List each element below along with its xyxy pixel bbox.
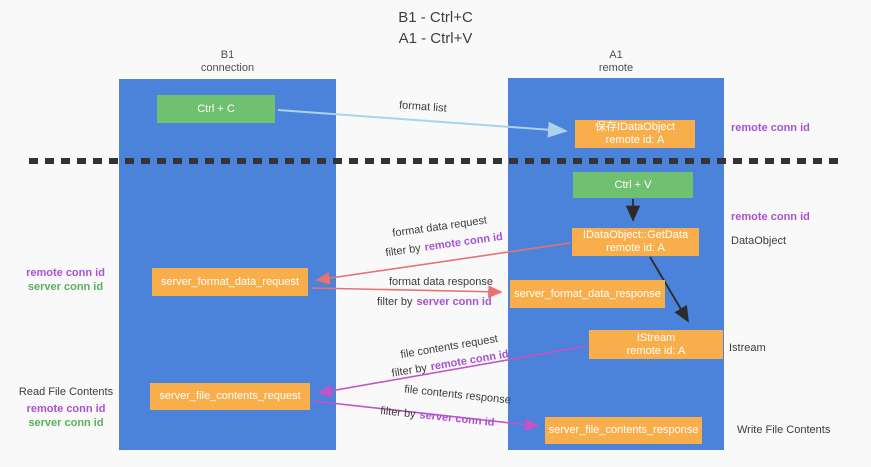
right-remote-conn-id-mid: remote conn id <box>731 211 810 223</box>
getdata-line2: remote id: A <box>606 242 665 254</box>
server-conn-id-key: server conn id <box>418 409 495 429</box>
left-server-conn-id-top: server conn id <box>27 281 104 293</box>
getdata-line1: IDataObject::GetData <box>582 229 689 241</box>
left-read-file-contents-label: Read File Contents <box>18 386 114 398</box>
right-write-file-contents-label: Write File Contents <box>737 424 831 436</box>
save-dataobject-line1: 保存IDataObject <box>594 121 676 133</box>
istream-line2: remote id: A <box>626 344 686 357</box>
server-format-data-response-label: server_format_data_response <box>514 287 661 300</box>
getdata-box: IDataObject::GetData remote id: A <box>572 228 699 256</box>
ctrl-v-label: Ctrl + V <box>614 178 652 191</box>
format-list-label: format list <box>398 99 448 115</box>
left-remote-conn-id-bottom: remote conn id <box>26 403 106 415</box>
server-format-data-request-label: server_format_data_request <box>160 275 300 288</box>
lane-header-b1: B1 connection <box>119 49 336 75</box>
right-dataobject-label: DataObject <box>731 235 787 247</box>
server-file-contents-request-box: server_file_contents_request <box>150 383 310 410</box>
lane-a1-subtitle: remote <box>598 62 634 74</box>
server-conn-id-key: server conn id <box>416 296 492 308</box>
server-format-data-request-box: server_format_data_request <box>152 268 308 296</box>
right-remote-conn-id-top: remote conn id <box>731 122 810 134</box>
istream-box: IStream remote id: A <box>589 330 723 359</box>
save-dataobject-box: 保存IDataObject remote id: A <box>575 120 695 148</box>
filter-by-text: filter by <box>377 296 413 308</box>
filter-by-text: filter by <box>384 242 422 260</box>
lane-header-a1: A1 remote <box>508 49 724 75</box>
ctrl-c-box: Ctrl + C <box>157 95 275 123</box>
page-title: B1 - Ctrl+C A1 - Ctrl+V <box>0 7 871 49</box>
server-file-contents-request-label: server_file_contents_request <box>159 390 301 402</box>
left-remote-conn-id-top: remote conn id <box>26 267 105 279</box>
lane-b1-title: B1 <box>220 49 235 61</box>
lane-a1-title: A1 <box>609 49 623 61</box>
ctrl-v-box: Ctrl + V <box>573 172 693 198</box>
remote-conn-id-key: remote conn id <box>423 230 504 254</box>
file-contents-response-label: file contents response <box>403 383 512 407</box>
filter-by-text: filter by <box>379 405 417 421</box>
format-data-response-label: format data response <box>389 276 493 288</box>
istream-line1: IStream <box>636 331 676 344</box>
title-line-1: B1 - Ctrl+C <box>398 9 473 26</box>
left-server-conn-id-bottom: server conn id <box>28 417 104 429</box>
server-file-contents-response-label: server_file_contents_response <box>548 424 699 436</box>
title-line-2: A1 - Ctrl+V <box>398 30 473 47</box>
server-file-contents-response-box: server_file_contents_response <box>545 417 702 444</box>
dashed-separator <box>29 158 845 164</box>
right-istream-label: Istream <box>729 342 766 354</box>
ctrl-c-label: Ctrl + C <box>197 102 235 115</box>
lane-b1-subtitle: connection <box>200 62 255 74</box>
filter-by-text: filter by <box>390 361 428 380</box>
server-format-data-response-box: server_format_data_response <box>510 280 665 308</box>
format-data-response-arrow <box>310 285 503 299</box>
save-dataobject-line2: remote id: A <box>605 134 665 146</box>
